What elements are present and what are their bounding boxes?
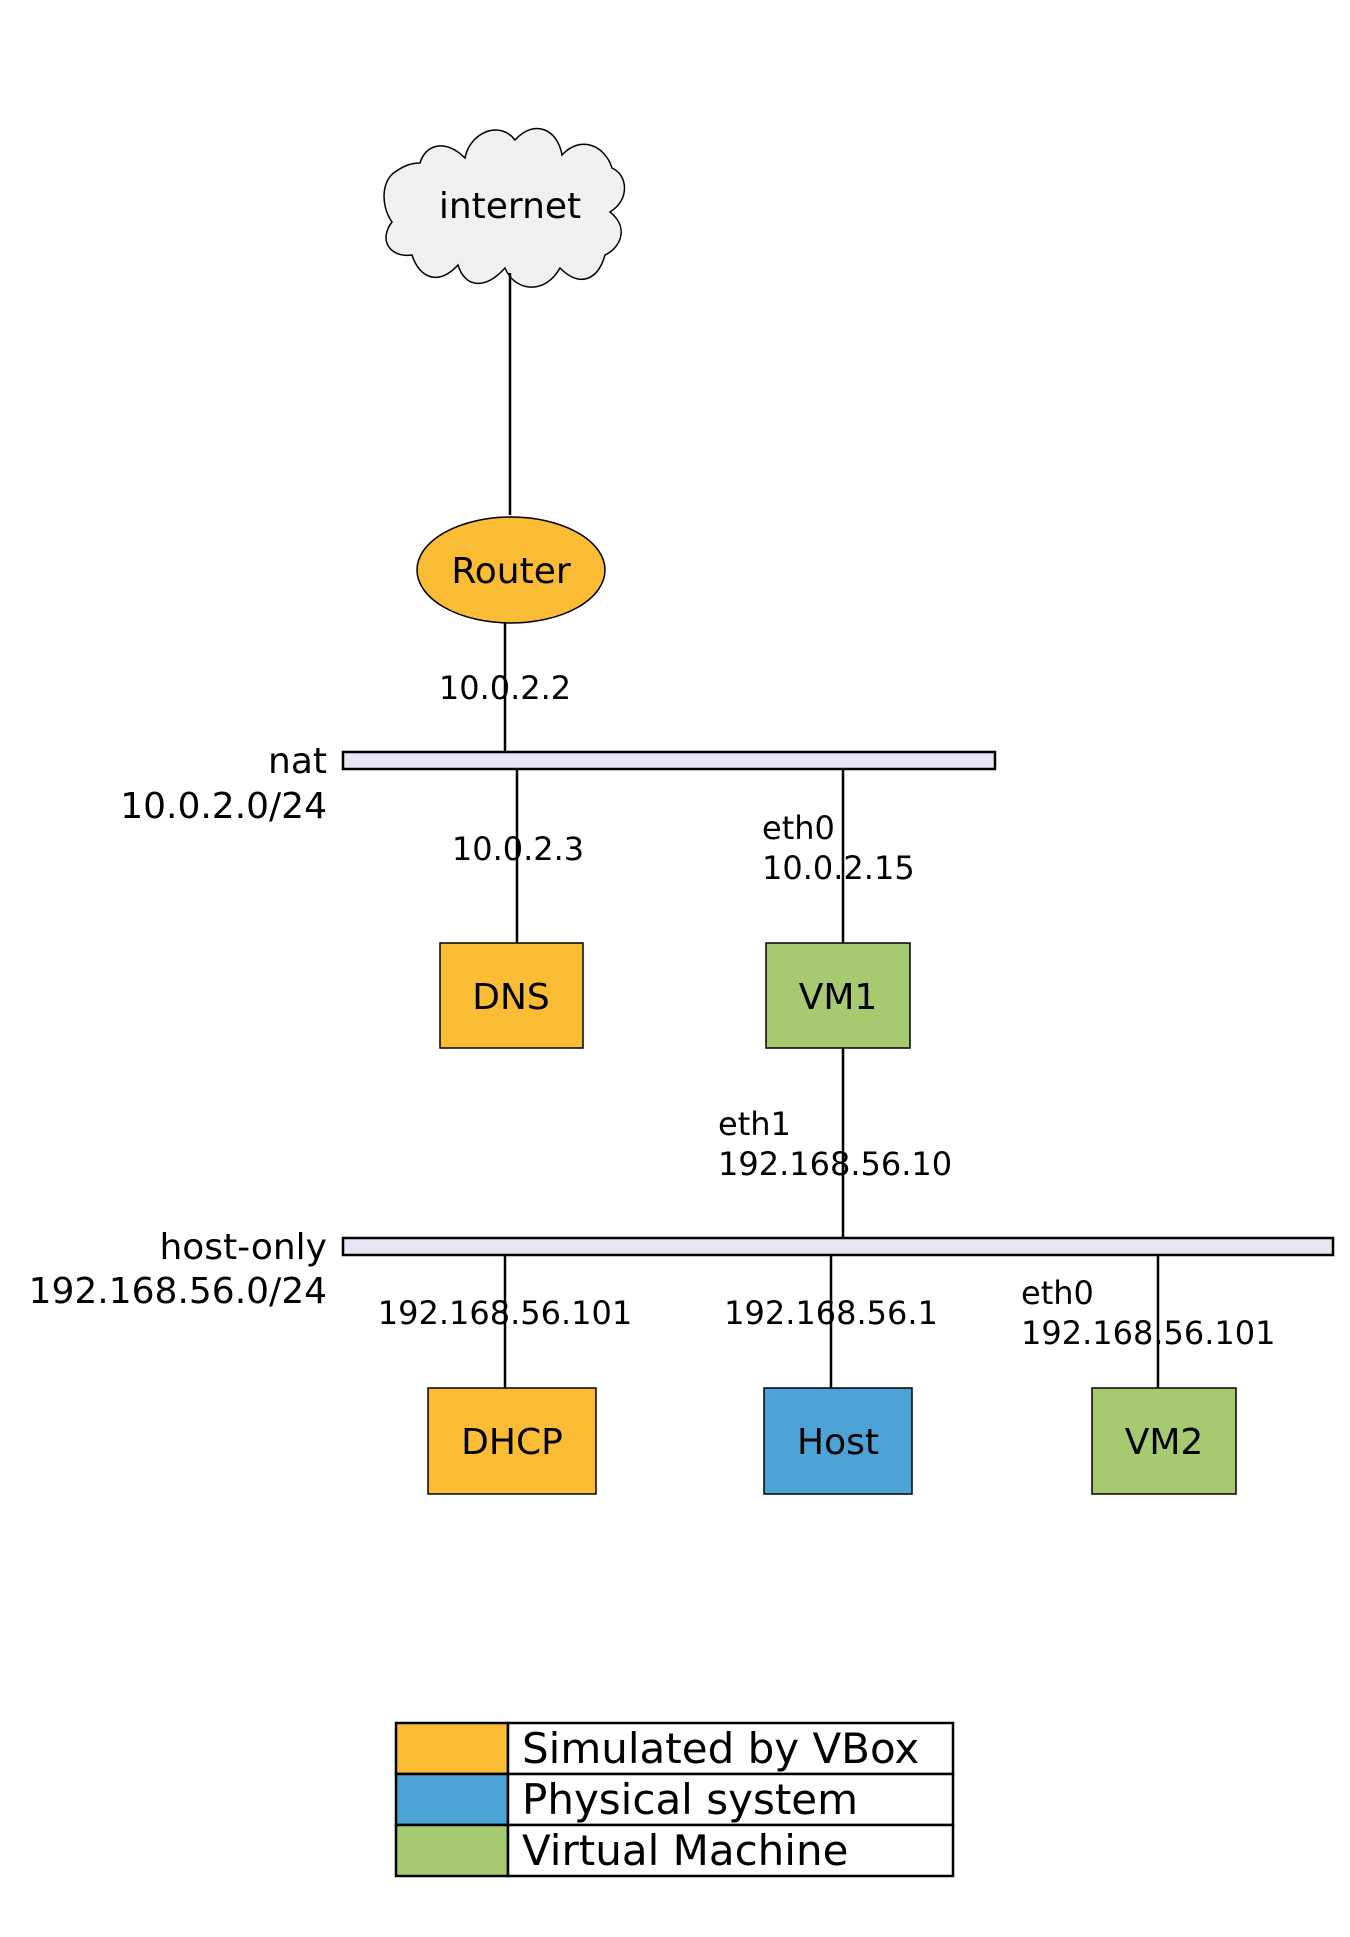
vm2-node: VM2 xyxy=(1091,1387,1237,1495)
vm1-box xyxy=(765,942,911,1049)
legend-swatch-virtual xyxy=(394,1823,510,1878)
vm1-eth0-name: eth0 xyxy=(762,809,835,847)
router-label: Router xyxy=(451,551,571,592)
host-label: Host xyxy=(797,1422,879,1463)
nat-network-name: nat xyxy=(268,741,327,782)
legend-swatch-physical xyxy=(394,1772,510,1827)
vm2-box xyxy=(1091,1387,1237,1495)
legend-swatch-simulated xyxy=(394,1721,510,1776)
vm1-node: VM1 xyxy=(765,942,911,1049)
dhcp-node: DHCP xyxy=(427,1387,597,1495)
host-node: Host xyxy=(763,1387,913,1495)
hostonly-bus xyxy=(341,1236,1335,1257)
vm1-eth1-ip: 192.168.56.10 xyxy=(718,1145,952,1183)
legend: Simulated by VBox Physical system Virtua… xyxy=(394,1721,955,1878)
dhcp-label: DHCP xyxy=(461,1422,563,1463)
hostonly-network-name: host-only xyxy=(159,1227,327,1268)
router-shape xyxy=(416,516,606,624)
vm2-label: VM2 xyxy=(1125,1422,1204,1463)
vm2-eth0-ip: 192.168.56.101 xyxy=(1021,1314,1275,1352)
dns-node: DNS xyxy=(439,942,584,1049)
legend-label-simulated: Simulated by VBox xyxy=(522,1724,919,1773)
dhcp-box xyxy=(427,1387,597,1495)
legend-label-physical: Physical system xyxy=(522,1775,858,1824)
legend-cell-virtual xyxy=(506,1823,955,1878)
dhcp-ip: 192.168.56.101 xyxy=(378,1294,632,1332)
host-ip: 192.168.56.1 xyxy=(724,1294,938,1332)
router-ip: 10.0.2.2 xyxy=(439,669,571,707)
nat-network-subnet: 10.0.2.0/24 xyxy=(120,786,327,827)
legend-cell-simulated xyxy=(506,1721,955,1776)
dns-ip: 10.0.2.3 xyxy=(452,830,584,868)
vm1-eth0-ip: 10.0.2.15 xyxy=(762,849,915,887)
internet-label: internet xyxy=(439,186,581,227)
router-node: Router xyxy=(416,516,606,624)
internet-cloud: internet xyxy=(383,127,626,288)
legend-label-virtual: Virtual Machine xyxy=(522,1826,848,1875)
vm1-eth1-name: eth1 xyxy=(718,1105,791,1143)
host-box xyxy=(763,1387,913,1495)
vm1-label: VM1 xyxy=(799,977,878,1018)
dns-label: DNS xyxy=(472,977,550,1018)
dns-box xyxy=(439,942,584,1049)
cloud-icon xyxy=(383,127,626,288)
nat-bus xyxy=(341,750,997,771)
hostonly-network-subnet: 192.168.56.0/24 xyxy=(29,1271,327,1312)
vm2-eth0-name: eth0 xyxy=(1021,1274,1094,1312)
legend-cell-physical xyxy=(506,1772,955,1827)
